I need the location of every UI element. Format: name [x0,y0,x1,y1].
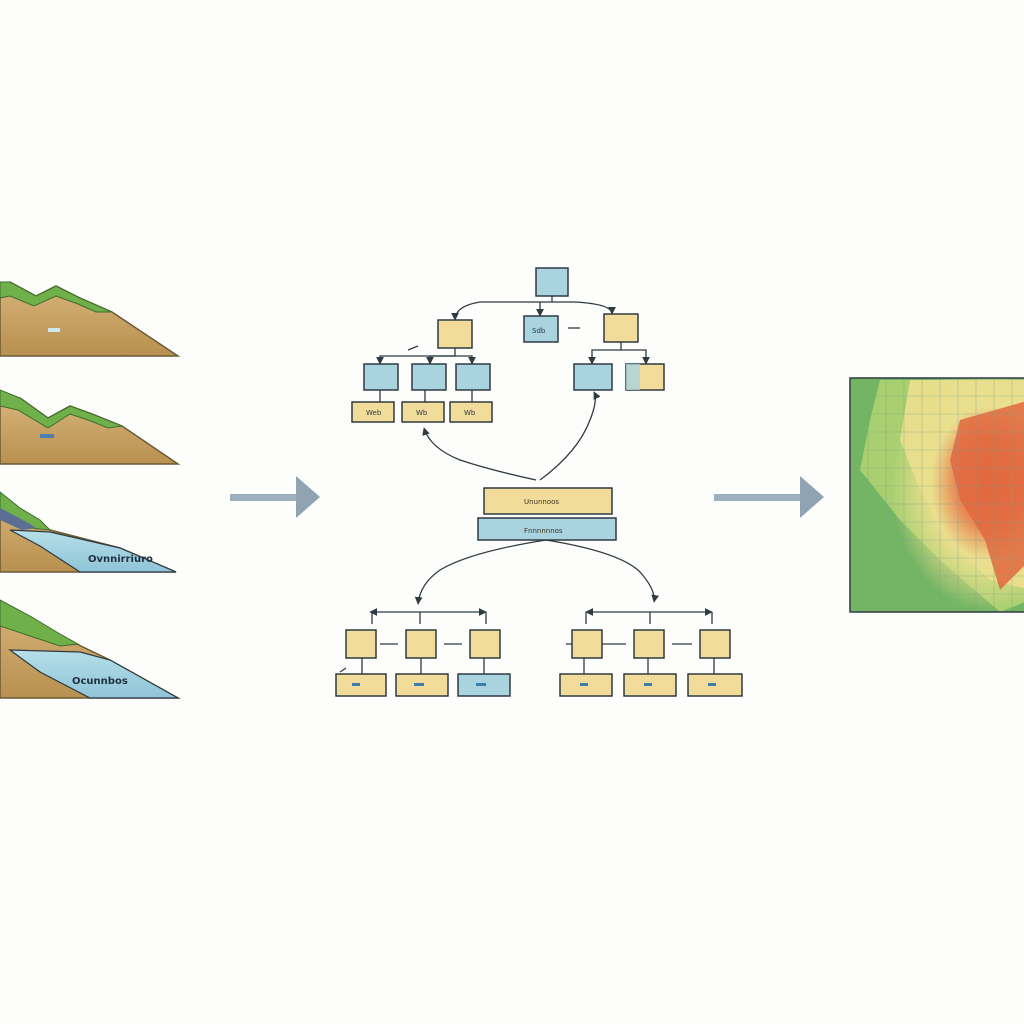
tree-node-root [535,267,569,297]
tree-node-l1-mid [523,315,559,343]
flow-arrow-right [714,476,824,518]
tree-node-b3 [469,629,501,659]
terrain-profile-4: Ocunnbos [0,599,181,699]
center-bar-top-label: Ununnoos [524,498,559,506]
tree-node-b5 [633,629,665,659]
tree-node-b2 [405,629,437,659]
terrain-label-3: Ovnnirriuro [88,554,153,565]
tree-node-b4 [571,629,603,659]
tree-node-l2-d [573,363,613,391]
center-bar-bottom-label: Fnnnnnnos [524,527,563,535]
tree-node-l2-c [455,363,491,391]
tree-leaf-top-2-label: Wb [416,409,428,417]
tree-node-b6 [699,629,731,659]
tree-node-l1-mid-label: Sdb [532,327,546,335]
flow-arrow-left [230,476,320,518]
center-bar-top [483,487,613,515]
tree-leaf-top-2 [401,401,445,423]
tree-diagram: Sdb Web Wb Wb Ununnoos Fnnnnnnos [335,267,743,697]
tree-node-l1-left [437,319,473,349]
tree-leaf-top-3 [449,401,493,423]
tree-leaf-top-3-label: Wb [464,409,476,417]
heat-map [849,377,1024,613]
terrain-profile-2 [0,389,181,465]
tree-node-l2-a [363,363,399,391]
terrain-profile-1 [0,281,181,357]
tree-leaf-top-1-label: Web [366,409,382,417]
terrain-profile-3: Ovnnirriuro [0,491,177,573]
tree-leaf-b1 [335,673,387,697]
tree-leaf-top-1 [351,401,395,423]
terrain-label-4: Ocunnbos [72,676,128,687]
tree-node-l1-right [603,313,639,343]
tree-node-b1 [345,629,377,659]
center-bar-bottom [477,517,617,541]
tree-node-l2-b [411,363,447,391]
